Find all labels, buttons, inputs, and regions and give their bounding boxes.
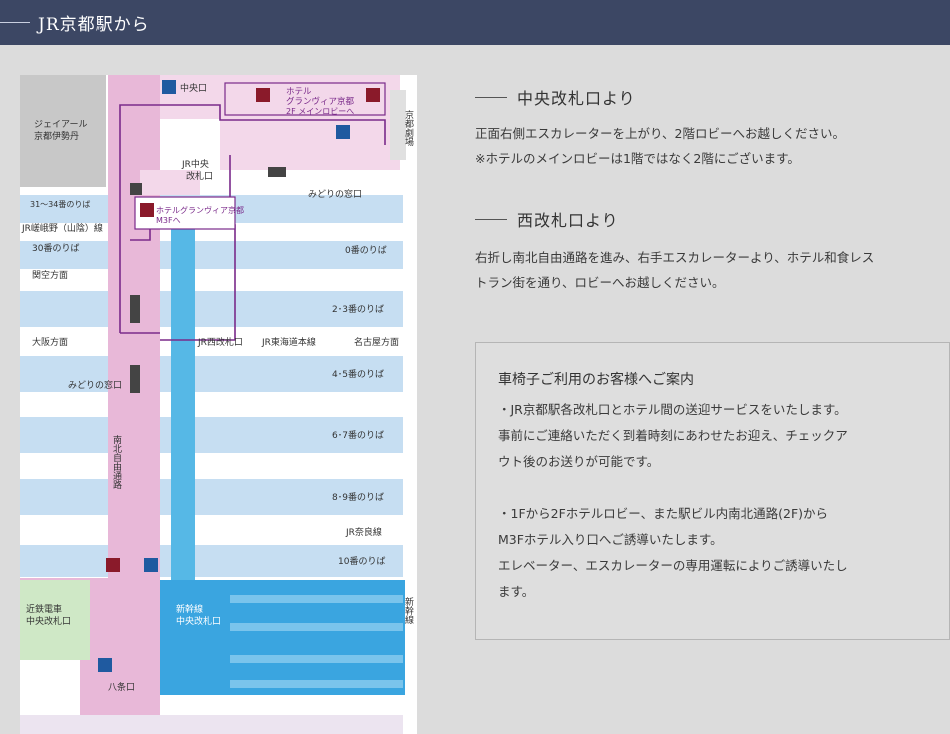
text-line: 右折し南北自由通路を進み、右手エスカレーターより、ホテル和食レス — [475, 250, 875, 265]
label-osaka: 大阪方面 — [32, 336, 68, 348]
elevator-icon — [98, 658, 112, 672]
label-west-gate: JR西改札口 — [197, 336, 243, 348]
label-isetan-2: 京都伊勢丹 — [34, 130, 79, 142]
label-nagoya: 名古屋方面 — [354, 336, 399, 348]
station-map-svg: ジェイアール 京都伊勢丹 中央口 ホテル グランヴィア京都 2F メインロビーへ… — [20, 75, 414, 734]
notice-line: エレベーター、エスカレーターの専用運転によりご誘導いたし — [498, 558, 848, 573]
notice-line: ます。 — [498, 584, 535, 599]
label-midori-1: みどりの窓口 — [308, 188, 362, 200]
band-23 — [20, 291, 403, 327]
kintetsu-area — [20, 580, 90, 660]
label-midori-2: みどりの窓口 — [68, 379, 122, 391]
label-hachijo: 八条口 — [108, 681, 135, 693]
header-bar: JR京都駅から — [0, 0, 950, 45]
text-line: トラン街を通り、ロビーへお越しください。 — [475, 275, 725, 290]
label-kintetsu-1: 近鉄電車 — [26, 603, 62, 615]
notice-title: 車椅子ご利用のお客様へご案内 — [498, 372, 694, 388]
station-map: ジェイアール 京都伊勢丹 中央口 ホテル グランヴィア京都 2F メインロビーへ… — [20, 75, 417, 734]
page-title: JR京都駅から — [38, 15, 150, 35]
band-bottom — [20, 715, 403, 734]
gate-block — [130, 365, 140, 393]
band-89 — [20, 479, 403, 515]
label-hotel-m3f-1: ホテルグランヴィア京都 — [156, 205, 244, 215]
label-p23: 2･3番のりば — [332, 303, 384, 315]
blue-route — [160, 225, 405, 695]
heading-rule — [475, 96, 507, 98]
label-p45: 4･5番のりば — [332, 368, 384, 380]
label-p30: 30番のりば — [32, 242, 79, 254]
elevator-icon — [162, 80, 176, 94]
escalator-icon — [256, 88, 270, 102]
wheelchair-notice: 車椅子ご利用のお客様へご案内 ・JR京都駅各改札口とホテル間の送迎サービスをいた… — [475, 342, 950, 640]
notice-line: ウト後のお送りが可能です。 — [498, 454, 660, 469]
hotel-main-box — [224, 82, 386, 116]
label-shinkansen-gate-2: 中央改札口 — [176, 615, 221, 627]
elevator-icon — [144, 558, 158, 572]
label-p67: 6･7番のりば — [332, 429, 384, 441]
label-nara: JR奈良線 — [345, 526, 382, 538]
label-kansai: 関空方面 — [32, 269, 68, 281]
label-shinkansen-gate-1: 新幹線 — [176, 603, 203, 615]
label-p10: 10番のりば — [338, 555, 385, 567]
notice-line: ・1Fから2Fホテルロビー、また駅ビル内南北通路(2F)から — [498, 506, 829, 521]
section-west-gate-text: 右折し南北自由通路を進み、右手エスカレーターより、ホテル和食レス トラン街を通り… — [475, 245, 950, 295]
label-sagano: JR嵯峨野（山陰）線 — [21, 222, 103, 234]
section-west-gate-heading: 西改札口より — [475, 207, 619, 231]
midori-booth — [268, 167, 286, 177]
pink-area — [20, 75, 400, 715]
text-line: 正面右側エスカレーターを上がり、2階ロビーへお越しください。 — [475, 126, 845, 141]
band-45 — [20, 356, 403, 392]
band-10 — [20, 545, 403, 577]
text-line: ※ホテルのメインロビーは1階ではなく2階にございます。 — [475, 151, 800, 166]
theater-building — [390, 90, 406, 160]
label-shinkansen: 新幹線 — [403, 596, 414, 624]
escalator-icon — [106, 558, 120, 572]
heading-rule — [475, 218, 507, 220]
isetan-building — [20, 75, 106, 187]
label-p31-34: 31〜34番のりば — [30, 199, 90, 209]
label-hotel-main-3: 2F メインロビーへ — [286, 107, 354, 116]
section-title: 中央改札口より — [517, 89, 636, 108]
band-67 — [20, 417, 403, 453]
label-tokaido: JR東海道本線 — [261, 336, 316, 348]
label-hotel-main-2: グランヴィア京都 — [286, 96, 355, 107]
section-central-gate-text: 正面右側エスカレーターを上がり、2階ロビーへお越しください。 ※ホテルのメインロ… — [475, 121, 950, 171]
notice-line: ・JR京都駅各改札口とホテル間の送迎サービスをいたします。 — [498, 402, 847, 417]
platform-bands — [20, 195, 403, 734]
notice-line: M3Fホテル入り口へご誘導いたします。 — [498, 532, 723, 547]
label-nanboku: 南北自由通路 — [111, 434, 122, 490]
section-central-gate-heading: 中央改札口より — [475, 85, 636, 109]
notice-line: 事前にご連絡いただく到着時刻にあわせたお迎え、チェックア — [498, 428, 848, 443]
label-theater: 京都劇場 — [403, 109, 414, 147]
shinkansen-platforms — [230, 595, 403, 688]
elevator-icon — [336, 125, 350, 139]
label-jr-central-1: JR中央 — [181, 158, 209, 170]
notice-gap — [498, 475, 927, 501]
label-p89: 8･9番のりば — [332, 491, 384, 503]
label-hotel-m3f-2: M3Fへ — [156, 216, 181, 225]
gate-block — [130, 295, 140, 323]
label-isetan-1: ジェイアール — [34, 120, 87, 130]
gate-block — [130, 183, 142, 195]
label-p0: 0番のりば — [345, 244, 387, 256]
label-jr-central-2: 改札口 — [186, 170, 213, 182]
label-central-gate: 中央口 — [180, 82, 207, 94]
escalator-icon — [366, 88, 380, 102]
label-hotel-main-1: ホテル — [286, 87, 312, 97]
section-title: 西改札口より — [517, 211, 619, 230]
header-rule — [0, 22, 30, 23]
escalator-icon — [140, 203, 154, 217]
band-0 — [20, 241, 403, 269]
label-kintetsu-2: 中央改札口 — [26, 615, 71, 627]
